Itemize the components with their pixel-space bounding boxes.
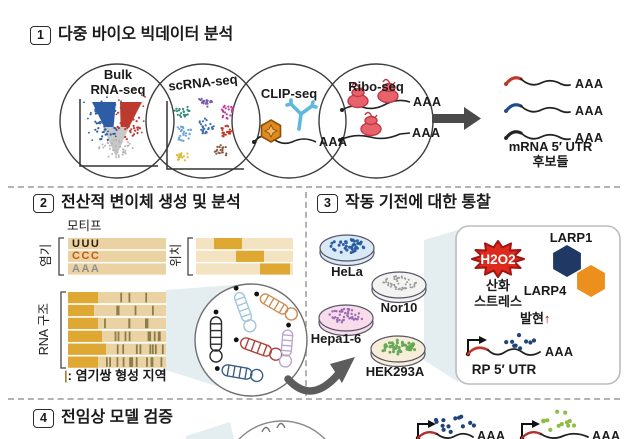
panel1-title: 다중 바이오 빅데이터 분석 xyxy=(58,26,234,44)
basepair-legend: |: 염기쌍 형성 지역 xyxy=(64,368,167,384)
antibody-icon xyxy=(285,98,318,131)
position-axis-label: 위치 xyxy=(168,243,183,267)
clip-seq-icon xyxy=(252,98,318,145)
polya-label: AAA xyxy=(319,135,348,149)
reporter-utr-label: RP 5′ UTR xyxy=(471,362,537,377)
volcano-plot-icon xyxy=(79,87,158,167)
panel1-title-row: 1 다중 바이오 빅데이터 분석 xyxy=(30,26,233,45)
circle-label-riboseq: Ribo-seq xyxy=(348,79,404,94)
cell-line-hek293a: HEK293A xyxy=(365,364,425,379)
mrna-candidates-icon xyxy=(504,76,571,141)
reporter-construct-icon xyxy=(465,333,541,357)
polya-label: AAA xyxy=(592,429,621,439)
highlight-beam-bottom xyxy=(186,422,234,439)
circle-label-bulk-rnaseq: Bulk RNA-seq xyxy=(90,67,146,97)
utr-candidates-label: mRNA 5′ UTR 후보들 xyxy=(508,139,593,169)
arrow-right-icon xyxy=(432,107,481,130)
basepair-legend-text: : 염기쌍 형성 지역 xyxy=(67,368,167,383)
polya-label: AAA xyxy=(412,126,441,140)
preclinical-circle xyxy=(238,420,326,439)
highlight-beam xyxy=(424,230,458,382)
panel3-title: 작동 기전에 대한 통찰 xyxy=(345,194,491,212)
rna-structure-bars xyxy=(60,291,166,369)
larp4-hexagon-icon xyxy=(577,265,605,297)
oxidative-stress-line1: 산화 xyxy=(486,278,510,293)
polya-label: AAA xyxy=(575,77,604,91)
ribo-seq-icon xyxy=(338,78,411,142)
divider-top xyxy=(8,186,620,188)
umap-scatter-icon xyxy=(166,97,244,170)
petri-dish-hek293a xyxy=(370,335,426,368)
base-axis-label: 염기 xyxy=(38,243,53,267)
h2o2-burst-icon xyxy=(471,240,525,278)
base-row-aaa: AAA xyxy=(72,262,101,275)
motif-base-bars xyxy=(58,237,166,276)
polya-label: AAA xyxy=(575,104,604,118)
polya-label: AAA xyxy=(575,131,604,145)
divider-vertical xyxy=(305,192,307,396)
polya-label: AAA xyxy=(413,95,442,109)
construct-blue-icon xyxy=(415,414,476,439)
divider-bottom xyxy=(8,398,620,400)
motif-label: 모티프 xyxy=(67,219,102,233)
panel4-title-row: 4 전임상 모델 검증 xyxy=(33,409,173,428)
oxidative-stress-line2: 스트레스 xyxy=(474,294,522,309)
rna-structure-axis-label: RNA 구조 xyxy=(36,303,51,356)
circle-label-clipseq: CLIP-seq xyxy=(260,86,318,101)
panel1-number-badge: 1 xyxy=(30,26,51,45)
panel4-number-badge: 4 xyxy=(33,409,54,428)
curved-arrow-icon xyxy=(284,357,355,395)
expression-up-label: 발현↑ xyxy=(520,311,551,326)
construct-green-icon xyxy=(519,409,589,439)
polya-label: AAA xyxy=(477,429,506,439)
petri-dish-hela xyxy=(319,234,375,267)
panel3-number-badge: 3 xyxy=(317,194,338,213)
h2o2-label: H2O2 xyxy=(480,252,516,267)
base-row-uuu: UUU xyxy=(72,237,101,250)
petri-dish-nor10 xyxy=(371,271,427,304)
larp4-label: LARP4 xyxy=(523,283,567,298)
panel2-number-badge: 2 xyxy=(33,194,54,213)
base-row-ccc: CCC xyxy=(72,250,101,263)
larp1-label: LARP1 xyxy=(549,230,593,245)
panel3-title-row: 3 작동 기전에 대한 통찰 xyxy=(317,194,491,213)
ribosome-icon xyxy=(347,78,399,137)
petri-dish-hepa16 xyxy=(318,304,374,337)
polya-label: AAA xyxy=(545,345,574,359)
panel2-title-row: 2 전산적 변이체 생성 및 분석 xyxy=(33,194,241,213)
cell-line-hepa16: Hepa1-6 xyxy=(310,331,362,346)
up-arrow-icon: ↑ xyxy=(543,311,551,326)
motif-position-bars xyxy=(187,237,293,276)
rna-structure-doodles xyxy=(209,285,299,383)
larp1-hexagon-icon xyxy=(553,245,581,277)
basepair-legend-mark: | xyxy=(64,368,68,383)
mouse-doodle-icon xyxy=(261,422,286,433)
cell-line-hela: HeLa xyxy=(331,264,363,279)
cell-line-nor10: Nor10 xyxy=(380,300,418,315)
panel4-title: 전임상 모델 검증 xyxy=(61,409,173,427)
panel2-title: 전산적 변이체 생성 및 분석 xyxy=(61,194,241,212)
